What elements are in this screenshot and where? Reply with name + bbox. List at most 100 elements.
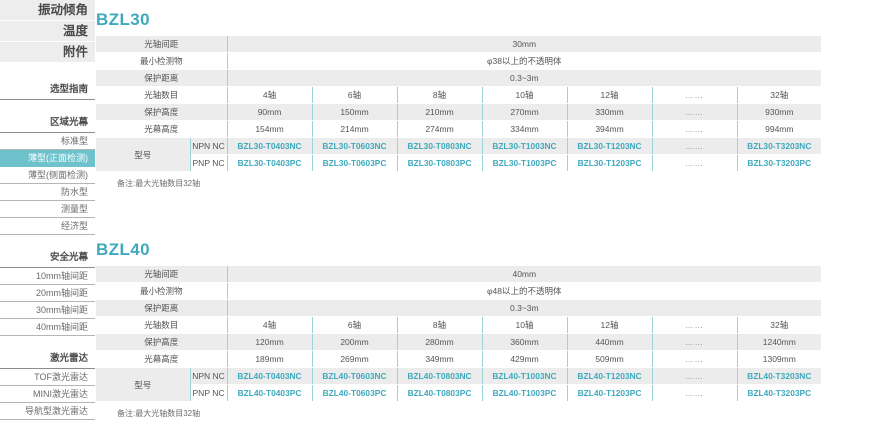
sidebar-item-temperature[interactable]: 温度 [0,21,95,42]
row-label-min-object: 最小检测物 [96,282,228,300]
cell-model-npn[interactable]: BZL30-T0803NC [397,137,483,155]
cell-model-pnp[interactable]: BZL30-T0603PC [312,154,398,172]
cell-model-npn[interactable]: BZL40-T3203NC [737,367,822,385]
sidebar: 振动倾角 温度 附件 选型指南 区域光幕 标准型 薄型(正面检测) 薄型(侧面检… [0,0,95,441]
cell-protect-height: 330mm [567,103,653,121]
cell-model-npn[interactable]: BZL40-T0803NC [397,367,483,385]
row-value-protect-distance: 0.3~3m [227,299,822,317]
cell-protect-height: 930mm [737,103,822,121]
cell-model-npn-ellipsis: …… [652,367,738,385]
sidebar-item-navigation-lidar[interactable]: 导航型激光雷达 [0,403,95,420]
cell-model-npn[interactable]: BZL40-T0603NC [312,367,398,385]
cell-model-pnp-ellipsis: …… [652,154,738,172]
cell-protect-height-ellipsis: …… [652,103,738,121]
row-label-beam-pitch: 光轴间距 [96,36,228,53]
row-label-model: 型号 [96,137,191,172]
cell-model-pnp[interactable]: BZL40-T0803PC [397,384,483,402]
cell-model-pnp[interactable]: BZL30-T3203PC [737,154,822,172]
cell-model-pnp[interactable]: BZL40-T1203PC [567,384,653,402]
cell-curtain-height: 394mm [567,120,653,138]
sidebar-item-pitch-20mm[interactable]: 20mm轴间距 [0,285,95,302]
sidebar-item-measuring[interactable]: 测量型 [0,201,95,218]
row-label-pnp-nc: PNP NC [190,384,228,402]
sidebar-item-economy[interactable]: 经济型 [0,218,95,235]
cell-curtain-height-ellipsis: …… [652,120,738,138]
sidebar-item-pitch-40mm[interactable]: 40mm轴间距 [0,319,95,336]
cell-curtain-height: 429mm [482,350,568,368]
table-row: 保护高度 90mm 150mm 210mm 270mm 330mm …… 930… [96,103,822,121]
cell-model-pnp[interactable]: BZL30-T1203PC [567,154,653,172]
sidebar-item-thin-side-detection[interactable]: 薄型(侧面检测) [0,167,95,184]
cell-curtain-height: 334mm [482,120,568,138]
sidebar-item-mini-lidar[interactable]: MINI激光雷达 [0,386,95,403]
row-value-protect-distance: 0.3~3m [227,69,822,87]
cell-model-pnp[interactable]: BZL40-T0603PC [312,384,398,402]
cell-model-npn[interactable]: BZL40-T0403NC [227,367,313,385]
cell-model-npn[interactable]: BZL30-T1003NC [482,137,568,155]
sidebar-gap-3 [0,235,95,248]
sidebar-heading-selection-guide[interactable]: 选型指南 [0,80,95,100]
row-label-model: 型号 [96,367,191,402]
sidebar-item-thin-front-detection[interactable]: 薄型(正面检测) [0,150,95,167]
table-row: 光轴间距 40mm [96,266,822,283]
row-label-protect-distance: 保护距离 [96,69,228,87]
cell-model-npn[interactable]: BZL30-T3203NC [737,137,822,155]
cell-model-pnp[interactable]: BZL40-T0403PC [227,384,313,402]
sidebar-item-pitch-30mm[interactable]: 30mm轴间距 [0,302,95,319]
cell-beam-count: 12轴 [567,86,653,104]
table-row: 光轴数目 4轴 6轴 8轴 10轴 12轴 …… 32轴 [96,316,822,334]
cell-curtain-height: 154mm [227,120,313,138]
cell-protect-height: 1240mm [737,333,822,351]
row-label-beam-count: 光轴数目 [96,86,228,104]
cell-beam-count: 32轴 [737,86,822,104]
spec-table-bzl30: 光轴间距 30mm 最小检测物 φ38以上的不透明体 保护距离 0.3~3m 光… [96,36,822,172]
row-label-npn-nc: NPN NC [190,137,228,155]
cell-model-pnp[interactable]: BZL30-T0403PC [227,154,313,172]
section-title-bzl30: BZL30 [96,10,150,29]
table-row: PNP NC BZL30-T0403PC BZL30-T0603PC BZL30… [96,154,822,172]
cell-beam-count: 12轴 [567,316,653,334]
sidebar-heading-area-light-curtain: 区域光幕 [0,113,95,133]
cell-model-npn[interactable]: BZL40-T1003NC [482,367,568,385]
cell-model-pnp[interactable]: BZL30-T1003PC [482,154,568,172]
cell-protect-height: 270mm [482,103,568,121]
sidebar-item-tof-lidar[interactable]: TOF激光雷达 [0,369,95,386]
sidebar-item-vibration[interactable]: 振动倾角 [0,0,95,21]
sidebar-item-standard[interactable]: 标准型 [0,133,95,150]
section-bzl30: BZL30 光轴间距 30mm 最小检测物 φ38以上的不透明体 保护距离 0.… [95,10,874,189]
cell-model-pnp[interactable]: BZL40-T1003PC [482,384,568,402]
table-row: 光轴间距 30mm [96,36,822,53]
cell-model-npn[interactable]: BZL30-T1203NC [567,137,653,155]
cell-curtain-height: 509mm [567,350,653,368]
table-row: 保护距离 0.3~3m [96,69,822,87]
cell-model-pnp[interactable]: BZL30-T0803PC [397,154,483,172]
sidebar-gap-2 [0,100,95,113]
cell-curtain-height: 274mm [397,120,483,138]
sidebar-item-pitch-10mm[interactable]: 10mm轴间距 [0,268,95,285]
cell-model-pnp[interactable]: BZL40-T3203PC [737,384,822,402]
table-row: 保护距离 0.3~3m [96,299,822,317]
sidebar-item-waterproof[interactable]: 防水型 [0,184,95,201]
row-label-curtain-height: 光幕高度 [96,350,228,368]
cell-beam-count: 8轴 [397,86,483,104]
cell-protect-height: 280mm [397,333,483,351]
row-value-beam-pitch: 30mm [227,36,822,53]
cell-curtain-height: 269mm [312,350,398,368]
cell-model-npn[interactable]: BZL40-T1203NC [567,367,653,385]
cell-protect-height: 90mm [227,103,313,121]
cell-model-npn[interactable]: BZL30-T0603NC [312,137,398,155]
cell-model-npn-ellipsis: …… [652,137,738,155]
cell-protect-height: 150mm [312,103,398,121]
table-row: 最小检测物 φ38以上的不透明体 [96,52,822,70]
row-value-min-object: φ38以上的不透明体 [227,52,822,70]
sidebar-item-accessories[interactable]: 附件 [0,42,95,63]
cell-beam-count-ellipsis: …… [652,316,738,334]
main-content: BZL30 光轴间距 30mm 最小检测物 φ38以上的不透明体 保护距离 0.… [95,0,874,441]
cell-protect-height-ellipsis: …… [652,333,738,351]
cell-model-npn[interactable]: BZL30-T0403NC [227,137,313,155]
row-label-protect-height: 保护高度 [96,333,228,351]
cell-protect-height: 210mm [397,103,483,121]
cell-protect-height: 360mm [482,333,568,351]
cell-protect-height: 200mm [312,333,398,351]
cell-curtain-height-ellipsis: …… [652,350,738,368]
